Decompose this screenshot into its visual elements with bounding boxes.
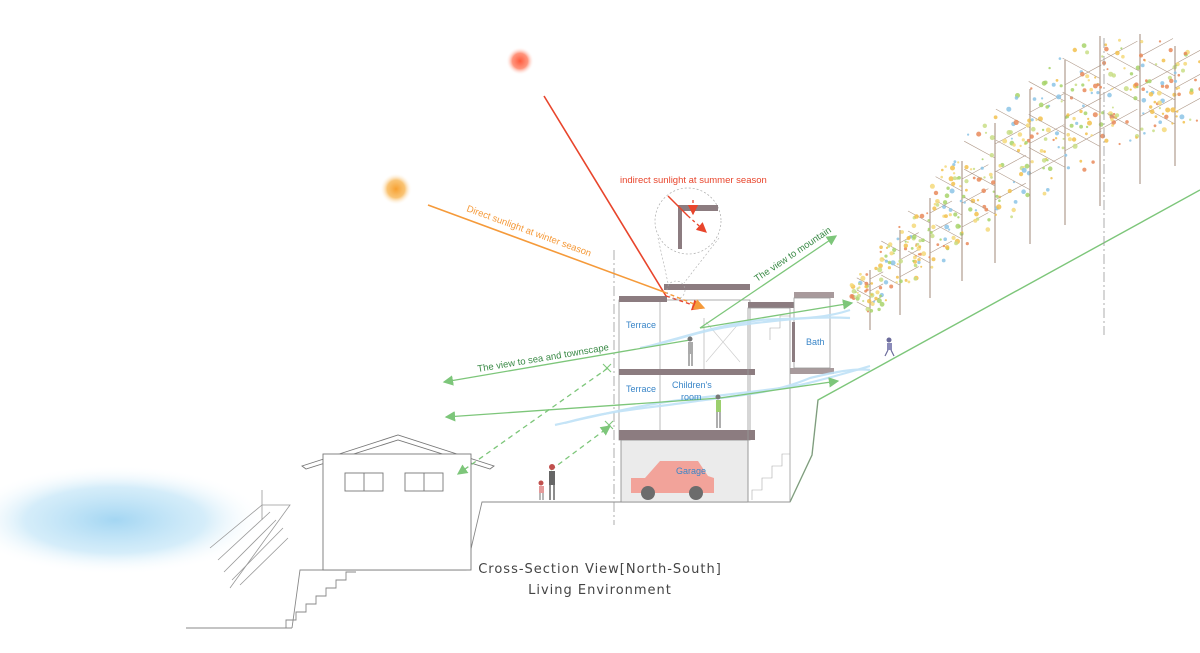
- car: [631, 461, 714, 500]
- person-childrens-room: [715, 394, 721, 428]
- tree: [927, 161, 1002, 281]
- house-section: [618, 284, 834, 503]
- tree: [1136, 46, 1200, 166]
- trees: [849, 34, 1200, 330]
- wind-flow: [554, 308, 871, 427]
- people: [538, 336, 895, 500]
- caption-subtitle: Living Environment: [528, 583, 672, 598]
- sea: [0, 465, 265, 575]
- winter-sun-icon: [380, 173, 412, 205]
- label-childrens-room-2: room: [681, 392, 702, 402]
- person-child-ground: [538, 480, 544, 500]
- hill-slope: [789, 189, 1200, 503]
- tree: [1024, 60, 1115, 225]
- second-floor-slab: [619, 430, 755, 440]
- label-childrens-room-1: Children's: [672, 380, 712, 390]
- label-terrace-lower: Terrace: [626, 384, 656, 394]
- person-terrace-upper: [687, 336, 693, 366]
- annotation-view-mountain: The view to mountain: [753, 225, 834, 285]
- label-garage: Garage: [676, 466, 706, 476]
- roof-slab: [664, 284, 750, 290]
- annotation-winter-sunlight: Direct sunlight at winter season: [465, 203, 593, 259]
- summer-sun-icon: [506, 47, 534, 75]
- tree: [982, 89, 1072, 244]
- view-cross-marks: [602, 363, 614, 430]
- caption-title: Cross-Section View[North-South]: [478, 562, 722, 577]
- neighbour-house: [301, 434, 495, 571]
- annotation-view-sea: The view to sea and townscape: [477, 342, 610, 375]
- person-hill: [884, 337, 895, 357]
- tree: [874, 230, 923, 315]
- reference-lines: [613, 38, 1105, 525]
- person-adult-ground: [549, 464, 555, 500]
- tree: [1051, 36, 1155, 206]
- sun-rays: [427, 95, 706, 311]
- tree: [948, 123, 1032, 263]
- tree: [1093, 34, 1185, 184]
- tree: [849, 270, 889, 330]
- annotation-summer-sunlight: indirect sunlight at summer season: [620, 175, 767, 186]
- label-terrace-upper: Terrace: [626, 320, 656, 330]
- upper-slab: [619, 296, 667, 302]
- eave-detail-callout: [654, 187, 722, 300]
- third-floor-slab: [619, 369, 755, 375]
- view-lines: [442, 235, 854, 475]
- breakwater: [209, 490, 291, 589]
- label-bath: Bath: [806, 337, 825, 347]
- room-labels: Terrace Terrace Children's room Bath Gar…: [626, 320, 825, 476]
